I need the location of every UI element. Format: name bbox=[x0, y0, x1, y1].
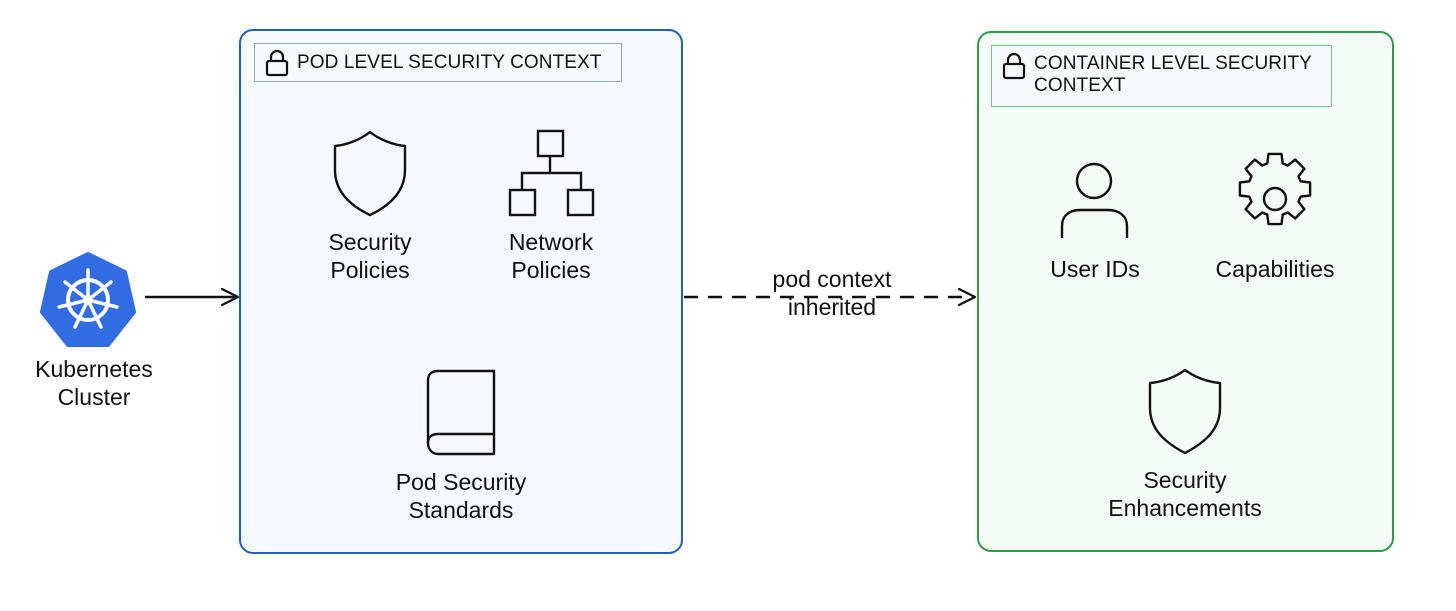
kubernetes-cluster-label: Kubernetes Cluster bbox=[35, 356, 153, 410]
gear-hub bbox=[1262, 186, 1288, 212]
shield-icon bbox=[333, 130, 407, 217]
container-level-title-text: CONTAINER LEVEL SECURITY CONTEXT bbox=[1034, 53, 1312, 96]
pod-level-title-text: POD LEVEL SECURITY CONTEXT bbox=[297, 51, 602, 73]
lock-icon bbox=[265, 49, 289, 76]
network-hierarchy-icon bbox=[508, 129, 595, 217]
user-icon bbox=[1060, 162, 1129, 238]
kubernetes-helm-icon bbox=[40, 252, 136, 347]
gear-icon bbox=[1238, 152, 1312, 226]
network-policies-label: Network Policies bbox=[508, 229, 594, 283]
pod-level-security-context-group bbox=[239, 29, 683, 554]
security-enhancements-label: Security Enhancements bbox=[1108, 467, 1262, 521]
shield-icon bbox=[1148, 368, 1222, 455]
user-ids-label: User IDs bbox=[1050, 256, 1140, 282]
pod-level-title: POD LEVEL SECURITY CONTEXT bbox=[254, 43, 622, 82]
pod-context-inherited-label: pod context inherited bbox=[772, 266, 892, 320]
book-icon bbox=[426, 369, 496, 456]
container-level-title: CONTAINER LEVEL SECURITY CONTEXT bbox=[991, 45, 1332, 107]
security-policies-label: Security Policies bbox=[328, 229, 412, 283]
pod-security-standards-label: Pod Security Standards bbox=[395, 469, 527, 523]
capabilities-label: Capabilities bbox=[1215, 256, 1335, 282]
container-level-security-context-group bbox=[977, 31, 1394, 552]
lock-icon bbox=[1002, 52, 1026, 80]
